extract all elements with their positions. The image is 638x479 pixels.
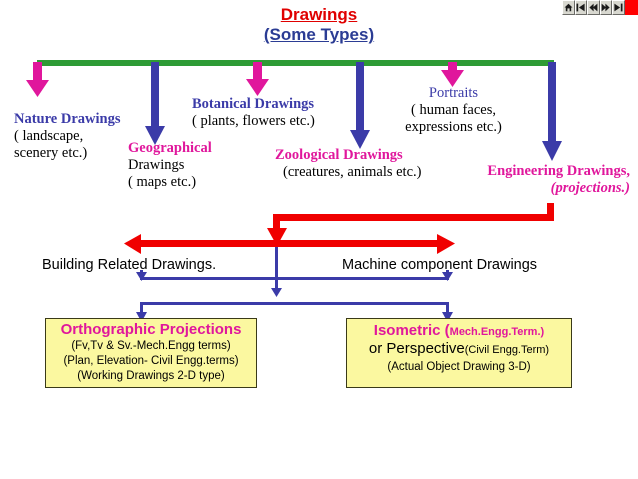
- skip-back-icon: [576, 3, 585, 12]
- previous-button[interactable]: [587, 0, 600, 15]
- branch-heading: Engineering Drawings,: [487, 163, 630, 179]
- stop-button[interactable]: [624, 0, 638, 15]
- home-icon: [564, 3, 573, 12]
- box-line: (Actual Object Drawing 3-D): [387, 360, 531, 373]
- box-title-part1: Isometric (: [373, 322, 450, 339]
- branch-line: (creatures, animals etc.): [283, 164, 422, 181]
- fast-forward-icon: [601, 3, 610, 12]
- box-line-small: (Civil Engg.Term): [464, 343, 550, 356]
- skip-forward-icon: [614, 3, 623, 12]
- branch-label-engineering: Engineering Drawings, (projections.): [467, 163, 630, 197]
- branch-arrow-6-blue: [542, 62, 562, 161]
- branch-line: Drawings: [128, 157, 185, 174]
- next-button[interactable]: [599, 0, 613, 15]
- box-title-part2: Mech.Engg.Term.): [449, 326, 545, 338]
- presentation-player-controls[interactable]: [562, 0, 638, 15]
- branch-arrow-4-blue: [350, 62, 370, 149]
- branch-line: (projections.): [550, 180, 630, 197]
- branch-heading: Nature Drawings: [14, 111, 121, 127]
- branch-line: scenery etc.): [14, 145, 88, 162]
- title-subtitle: (Some Types): [263, 25, 375, 45]
- box-orthographic-projections[interactable]: Orthographic Projections (Fv,Tv & Sv.-Me…: [45, 318, 257, 388]
- branch-label-nature: Nature Drawings ( landscape, scenery etc…: [14, 111, 120, 162]
- branch-heading: Zoological Drawings: [275, 147, 403, 163]
- branch-line: ( plants, flowers etc.): [192, 113, 315, 130]
- branch-arrow-3-magenta: [246, 62, 269, 96]
- branch-line: ( landscape,: [14, 128, 84, 145]
- branch-label-zoological: Zoological Drawings (creatures, animals …: [275, 147, 421, 181]
- box-line-perspective: or Perspective(Civil Engg.Term): [347, 339, 571, 358]
- branch-arrow-5-magenta: [441, 62, 464, 87]
- mid-label-building-related: Building Related Drawings.: [42, 257, 217, 273]
- box-line: (Plan, Elevation- Civil Engg.terms): [63, 354, 239, 367]
- branch-arrow-1-magenta: [26, 62, 49, 97]
- first-button[interactable]: [574, 0, 588, 15]
- last-button[interactable]: [612, 0, 625, 15]
- red-split-bar: [124, 234, 455, 254]
- green-spine-bar: [37, 60, 554, 66]
- box-line: (Fv,Tv & Sv.-Mech.Engg terms): [71, 339, 231, 352]
- box-title: Orthographic Projections: [60, 321, 242, 338]
- box-line: (Working Drawings 2-D type): [77, 369, 225, 382]
- branch-line: ( maps etc.): [128, 174, 197, 191]
- page-title: Drawings (Some Types): [0, 5, 638, 45]
- branch-label-portraits: Portraits ( human faces, expressions etc…: [396, 85, 511, 136]
- red-routing-path: [267, 203, 554, 246]
- home-button[interactable]: [562, 0, 575, 15]
- blue-connector-lower: [136, 302, 453, 322]
- box-line-big: or Perspective: [368, 339, 465, 357]
- branch-heading: Geographical: [128, 140, 212, 156]
- blue-connector-upper: [136, 247, 453, 297]
- title-main: Drawings: [280, 5, 358, 24]
- branch-arrow-2-blue: [145, 62, 165, 145]
- branch-line: ( human faces,: [411, 102, 496, 119]
- branch-label-botanical: Botanical Drawings ( plants, flowers etc…: [192, 96, 315, 130]
- mid-label-machine-component: Machine component Drawings: [342, 257, 538, 273]
- branch-heading: Botanical Drawings: [192, 96, 315, 112]
- branch-label-geographical: Geographical Drawings ( maps etc.): [128, 140, 212, 191]
- branch-heading: Portraits: [428, 85, 479, 101]
- rewind-icon: [589, 3, 598, 12]
- box-title: Isometric (Mech.Engg.Term.): [347, 322, 571, 340]
- branch-line: expressions etc.): [405, 119, 502, 136]
- box-isometric-perspective[interactable]: Isometric (Mech.Engg.Term.) or Perspecti…: [346, 318, 572, 388]
